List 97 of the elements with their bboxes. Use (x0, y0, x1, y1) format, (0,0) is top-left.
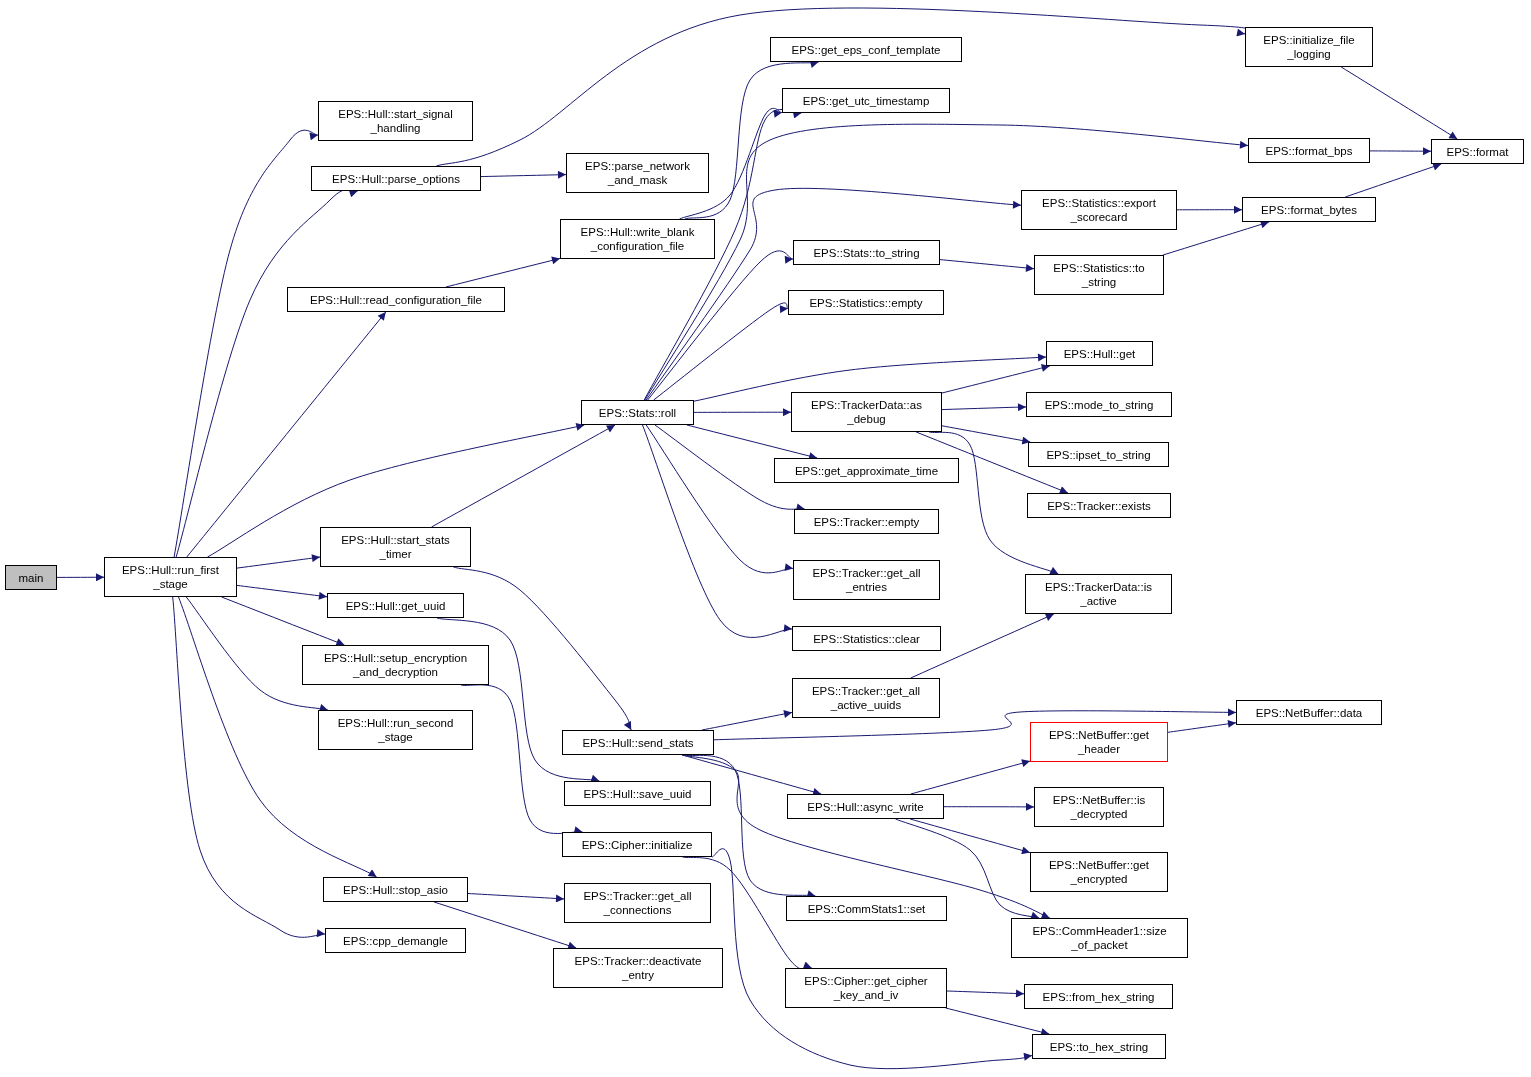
call-arrow (679, 107, 783, 220)
call-arrow (693, 408, 792, 417)
function-box: EPS::format_bps (1248, 138, 1370, 163)
call-arrow (653, 301, 789, 401)
call-arrow (207, 422, 585, 558)
function-box: EPS::Cipher::get_cipher _key_and_iv (785, 968, 947, 1008)
function-box: EPS::get_eps_conf_template (770, 37, 962, 62)
function-box: EPS::Tracker::empty (794, 509, 939, 534)
call-arrow (1167, 719, 1237, 733)
call-arrow (941, 425, 1031, 445)
function-box: EPS::Hull::run_second _stage (318, 710, 473, 750)
function-box: main (5, 565, 57, 590)
function-box: EPS::to_hex_string (1032, 1034, 1166, 1059)
call-arrow (693, 353, 1047, 402)
function-box: EPS::TrackerData::as _debug (791, 392, 942, 432)
function-box: EPS::Tracker::deactivate _entry (553, 948, 723, 988)
call-arrow (711, 848, 1033, 1070)
call-arrow (480, 170, 567, 179)
function-box: EPS::format_bytes (1242, 197, 1376, 222)
call-arrow (642, 424, 793, 638)
function-box: EPS::Hull::send_stats (562, 730, 714, 755)
call-arrow (686, 424, 818, 460)
call-arrow (173, 129, 319, 558)
function-box: EPS::Hull::save_uuid (564, 781, 711, 806)
function-box: EPS::Statistics::export _scorecard (1021, 190, 1177, 230)
function-box: EPS::Stats::roll (581, 400, 694, 425)
call-arrow (452, 566, 632, 731)
function-box: EPS::Tracker::get_all _entries (793, 560, 940, 600)
function-box: EPS::get_approximate_time (774, 458, 959, 483)
function-box: EPS::ipset_to_string (1028, 442, 1169, 467)
function-box: EPS::parse_network _and_mask (566, 153, 709, 193)
function-box: EPS::Stats::to_string (793, 240, 940, 265)
call-arrow (178, 596, 378, 878)
call-arrow (643, 108, 802, 401)
call-arrow (236, 554, 321, 569)
call-arrow (445, 256, 561, 288)
function-box: EPS::Hull::start_stats _timer (320, 527, 471, 567)
call-arrow (1340, 66, 1458, 140)
call-arrow (433, 901, 577, 950)
call-arrow (1176, 205, 1243, 214)
function-box: EPS::Hull::parse_options (311, 166, 481, 191)
call-arrow (909, 818, 1031, 855)
call-arrow (647, 250, 794, 401)
call-arrow (644, 123, 1249, 401)
function-box: EPS::format (1431, 139, 1524, 164)
function-box: EPS::Hull::read_configuration_file (287, 287, 505, 312)
call-arrow (1344, 162, 1442, 198)
function-box: EPS::NetBuffer::get _encrypted (1030, 852, 1168, 892)
call-arrow (1369, 147, 1432, 156)
function-box: EPS::Hull::write_blank _configuration_file (560, 219, 715, 259)
function-box: EPS::NetBuffer::is _decrypted (1034, 787, 1164, 827)
function-box: EPS::Tracker::get_all _connections (564, 883, 711, 923)
function-box: EPS::get_utc_timestamp (782, 88, 950, 113)
function-box: EPS::Hull::start_signal _handling (318, 101, 473, 141)
call-arrow (56, 573, 105, 582)
call-arrow (1162, 220, 1270, 256)
call-arrow (431, 424, 616, 528)
function-box: EPS::TrackerData::is _active (1025, 574, 1172, 614)
call-arrow (915, 431, 1069, 494)
call-arrow (910, 613, 1055, 679)
call-arrow (895, 818, 1040, 920)
function-box: EPS::Statistics::clear (792, 626, 941, 651)
call-arrow (945, 1007, 1050, 1036)
function-box: EPS::cpp_demangle (325, 928, 466, 953)
call-arrow (645, 187, 1022, 401)
call-arrow (713, 708, 1237, 741)
call-arrow (467, 893, 565, 903)
call-arrow (910, 759, 1031, 795)
function-box: EPS::NetBuffer::data (1236, 700, 1382, 725)
function-box: EPS::Hull::async_write (787, 794, 944, 819)
function-box: EPS::Statistics::to _string (1034, 255, 1164, 295)
function-box: EPS::Hull::get_uuid (327, 593, 464, 618)
call-arrow (939, 259, 1035, 272)
call-arrow (236, 584, 328, 600)
function-box: EPS::Tracker::exists (1027, 493, 1171, 518)
function-box: EPS::Cipher::initialize (562, 832, 712, 857)
call-arrow (654, 424, 806, 513)
call-arrow (941, 403, 1027, 412)
call-arrow (221, 596, 345, 646)
function-box: EPS::Hull::get (1046, 341, 1153, 366)
function-box: EPS::from_hex_string (1024, 984, 1173, 1009)
function-box: EPS::Tracker::get_all _active_uuids (792, 678, 940, 718)
function-box: EPS::Statistics::empty (788, 290, 944, 315)
call-arrow (186, 311, 387, 558)
function-box: EPS::Hull::stop_asio (323, 877, 468, 902)
call-arrow (172, 596, 326, 939)
call-arrow (946, 989, 1025, 998)
function-box: EPS::Hull::setup_encryption _and_decryption (302, 645, 489, 685)
call-arrow (645, 424, 794, 574)
function-box: EPS::mode_to_string (1026, 392, 1172, 417)
function-box: EPS::CommStats1::set (786, 896, 947, 921)
call-arrow (941, 364, 1051, 394)
function-box: EPS::Hull::run_first _stage (104, 557, 237, 597)
function-box: EPS::NetBuffer::get _header (1030, 722, 1168, 762)
function-box: EPS::CommHeader1::size _of_packet (1011, 918, 1188, 958)
function-box: EPS::initialize_file _logging (1245, 27, 1373, 67)
call-arrow (943, 802, 1035, 811)
